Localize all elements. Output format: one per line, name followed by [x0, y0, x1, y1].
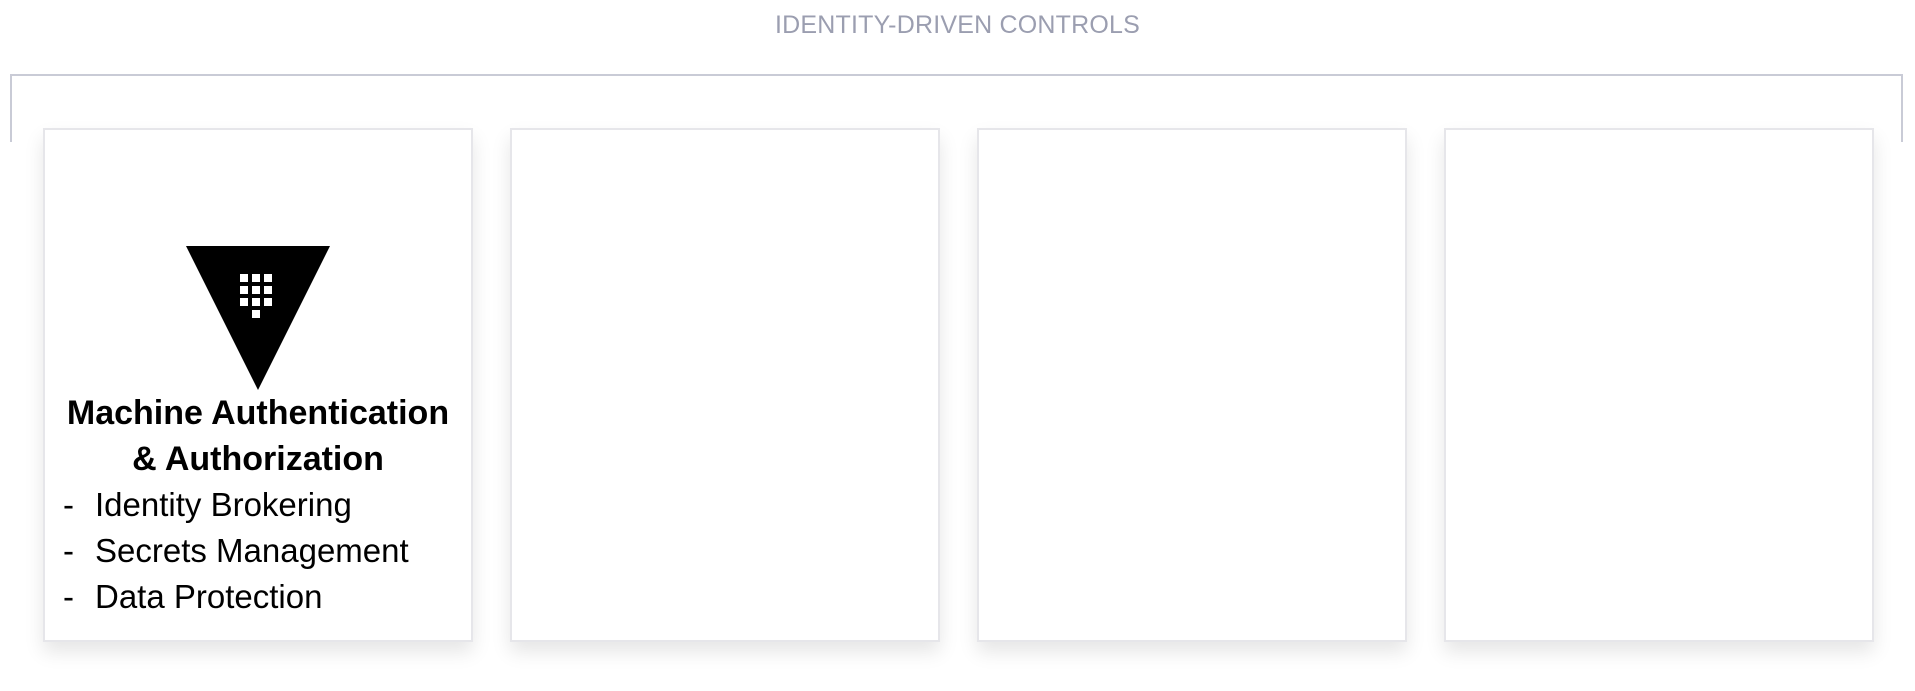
diagram-heading: IDENTITY-DRIVEN CONTROLS [774, 11, 1141, 39]
feature-list: -Identity Brokering -Secrets Management … [63, 482, 409, 620]
bullet-dash: - [63, 486, 74, 523]
feature-item: -Secrets Management [63, 528, 409, 574]
card-title: Machine Authentication & Authorization [45, 390, 471, 482]
group-bracket [10, 74, 1903, 142]
vault-triangle-icon [186, 246, 330, 390]
product-card-vault: Machine Authentication & Authorization -… [43, 128, 473, 642]
empty-card [977, 128, 1407, 642]
card-title-line-1: Machine Authentication [66, 394, 450, 432]
bullet-dash: - [63, 578, 74, 615]
bullet-dash: - [63, 532, 74, 569]
empty-card [510, 128, 940, 642]
feature-label: Data Protection [95, 578, 323, 615]
card-title-line-2: & Authorization [132, 440, 384, 478]
feature-item: -Identity Brokering [63, 482, 409, 528]
empty-card [1444, 128, 1874, 642]
feature-label: Identity Brokering [95, 486, 352, 523]
feature-label: Secrets Management [95, 532, 409, 569]
feature-item: -Data Protection [63, 574, 409, 620]
